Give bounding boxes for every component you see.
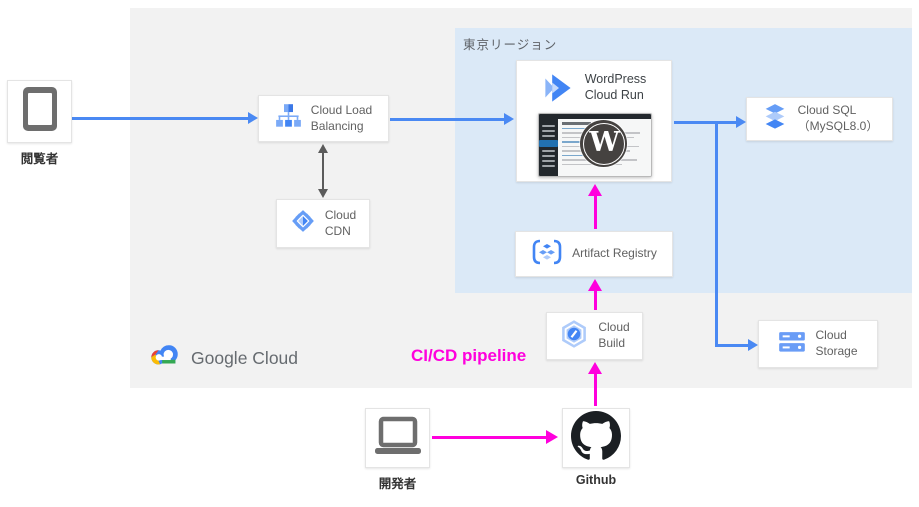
load-balancing-label: Cloud Load Balancing xyxy=(310,102,373,133)
node-viewer xyxy=(7,80,72,143)
node-cloud-run: WordPress Cloud Run xyxy=(516,60,672,182)
laptop-icon xyxy=(372,416,424,461)
google-cloud-logo-icon xyxy=(148,342,182,374)
cloud-build-label: Cloud Build xyxy=(598,320,630,350)
wordpress-logo: W xyxy=(580,120,627,167)
cloud-storage-icon xyxy=(778,330,806,359)
cicd-pipeline-label: CI/CD pipeline xyxy=(411,346,527,365)
node-artifact-registry: Artifact Registry xyxy=(515,231,673,277)
tablet-icon xyxy=(22,86,58,137)
node-developer xyxy=(365,408,430,468)
region-label: 東京リージョン xyxy=(463,38,558,52)
node-cloud-build: Cloud Build xyxy=(546,312,643,360)
artifact-registry-icon xyxy=(531,238,563,271)
node-cdn: Cloud CDN xyxy=(276,199,370,248)
wordpress-screenshot: W xyxy=(538,113,652,177)
node-load-balancing: Cloud Load Balancing xyxy=(258,95,389,142)
viewer-label: 閲覧者 xyxy=(20,152,59,166)
github-icon xyxy=(571,410,621,466)
google-cloud-brand: Google Cloud xyxy=(148,342,298,374)
node-github xyxy=(562,408,630,468)
github-label: Github xyxy=(575,473,617,487)
load-balancing-icon xyxy=(275,104,302,133)
cdn-label: Cloud CDN xyxy=(324,207,357,238)
cloud-sql-icon xyxy=(761,103,789,136)
developer-label: 開発者 xyxy=(378,477,417,491)
cdn-icon xyxy=(290,208,316,239)
artifact-registry-label: Artifact Registry xyxy=(572,246,657,261)
cloud-run-label: WordPress Cloud Run xyxy=(584,72,647,103)
cloud-build-icon xyxy=(559,319,589,354)
cloud-run-icon xyxy=(542,73,576,108)
cloud-storage-label: Cloud Storage xyxy=(815,328,858,358)
cloud-sql-label: Cloud SQL （MySQL8.0） xyxy=(797,103,879,133)
node-cloud-storage: Cloud Storage xyxy=(758,320,878,368)
google-cloud-brand-text: Google Cloud xyxy=(191,347,299,368)
node-cloud-sql: Cloud SQL （MySQL8.0） xyxy=(746,97,893,141)
